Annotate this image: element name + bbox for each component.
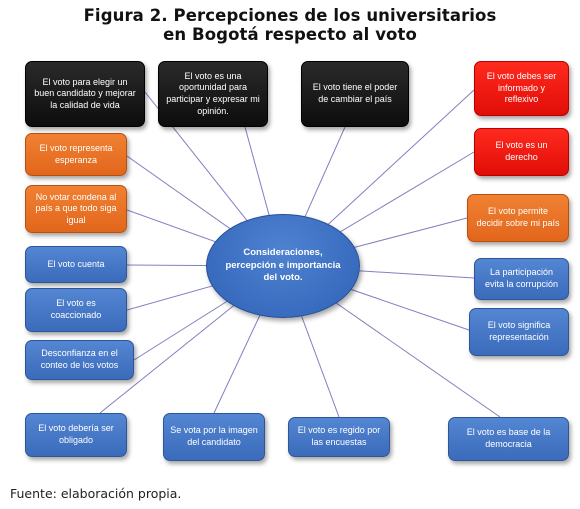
node-representacion: El voto significa representación [469, 308, 569, 356]
node-elegir-buen-candidato: El voto para elegir un buen candidato y … [25, 61, 145, 127]
node-coaccionado: El voto es coaccionado [25, 288, 127, 332]
node-decidir-sobre-pais: El voto permite decidir sobre mi país [467, 194, 569, 242]
node-derecho: El voto es un derecho [474, 128, 569, 176]
figure-title-line-1: Figura 2. Percepciones de los universita… [83, 6, 497, 25]
figure-title-line-2: en Bogotá respecto al voto [163, 25, 417, 44]
node-oportunidad-participar: El voto es una oportunidad para particip… [158, 61, 268, 127]
node-no-votar-condena: No votar condena al país a que todo siga… [25, 185, 127, 233]
node-participacion-corrupcion: La participación evita la corrupción [474, 258, 569, 300]
node-poder-cambiar-pais: El voto tiene el poder de cambiar el paí… [301, 61, 409, 127]
figure-source: Fuente: elaboración propia. [10, 486, 182, 501]
node-regido-encuestas: El voto es regido por las encuestas [288, 417, 390, 457]
node-imagen-candidato: Se vota por la imagen del candidato [163, 413, 265, 461]
node-base-democracia: El voto es base de la democracia [448, 417, 569, 461]
node-deberia-obligado: El voto debería ser obligado [25, 413, 127, 457]
node-desconfianza-conteo: Desconfianza en el conteo de los votos [25, 340, 134, 380]
node-esperanza: El voto representa esperanza [25, 133, 127, 176]
central-node: Consideraciones, percepción e importanci… [206, 214, 360, 318]
node-voto-cuenta: El voto cuenta [25, 246, 127, 283]
node-informado-reflexivo: El voto debes ser informado y reflexivo [474, 61, 569, 116]
